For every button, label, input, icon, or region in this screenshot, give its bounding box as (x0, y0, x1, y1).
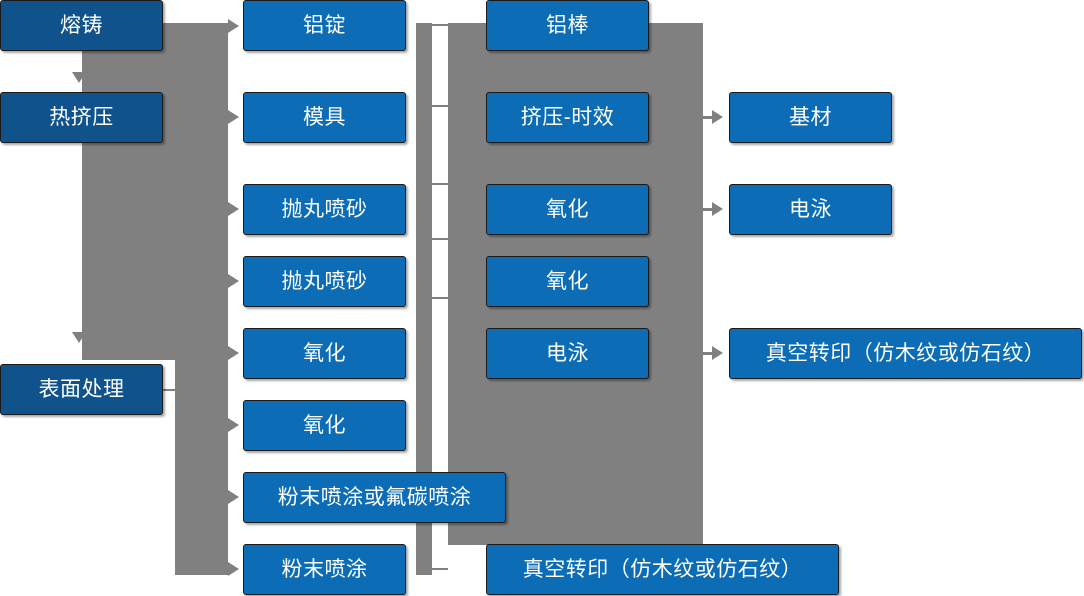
node-stage-surface-treatment[interactable]: 表面处理 (0, 364, 163, 415)
link-c2-c3-row1 (432, 24, 448, 26)
link-c2-c3-row4 (432, 238, 448, 240)
arrow-to-c4r3 (712, 346, 723, 360)
arrow-stem-to-c4r1 (703, 116, 715, 119)
node-input-powder-or-fluorocarbon-coating[interactable]: 粉末喷涂或氟碳喷涂 (243, 472, 506, 523)
node-label: 粉末喷涂 (281, 557, 368, 581)
node-label: 表面处理 (38, 377, 125, 401)
node-label: 热挤压 (49, 105, 114, 129)
node-label: 铝锭 (303, 13, 346, 37)
node-process-extrusion-aging[interactable]: 挤压-时效 (486, 92, 649, 143)
stage-band-middle (82, 125, 228, 360)
node-label: 熔铸 (60, 13, 103, 37)
node-output-electrophoresis[interactable]: 电泳 (729, 184, 892, 235)
node-label: 真空转印（仿木纹或仿石纹） (522, 557, 803, 581)
node-label: 氧化 (546, 197, 589, 221)
node-output-substrate[interactable]: 基材 (729, 92, 892, 143)
node-stage-hot-extrusion[interactable]: 热挤压 (0, 92, 163, 143)
node-label: 抛丸喷砂 (281, 269, 368, 293)
node-input-oxidation-2[interactable]: 氧化 (243, 400, 406, 451)
node-stage-smelting[interactable]: 熔铸 (0, 0, 163, 51)
node-input-oxidation-1[interactable]: 氧化 (243, 328, 406, 379)
arrow-to-c4r2 (712, 202, 723, 216)
node-label: 电泳 (789, 197, 832, 221)
node-label: 铝棒 (546, 13, 589, 37)
node-label: 氧化 (546, 269, 589, 293)
node-input-shot-blasting-1[interactable]: 抛丸喷砂 (243, 184, 406, 235)
node-process-electrophoresis[interactable]: 电泳 (486, 328, 649, 379)
node-label: 氧化 (303, 413, 346, 437)
node-input-powder-coating[interactable]: 粉末喷涂 (243, 544, 406, 595)
arrow-to-c2r8 (228, 562, 239, 576)
node-process-vacuum-transfer-printing[interactable]: 真空转印（仿木纹或仿石纹） (486, 544, 839, 595)
node-process-oxidation-1[interactable]: 氧化 (486, 184, 649, 235)
arrow-stem-to-c4r3 (703, 352, 715, 355)
node-input-mold[interactable]: 模具 (243, 92, 406, 143)
node-label: 挤压-时效 (520, 105, 615, 129)
arrow-down-to-hot-extrusion (72, 72, 86, 83)
arrow-to-c2r7 (228, 490, 239, 504)
connector-surface-treatment-to-band (163, 389, 179, 391)
node-label: 基材 (789, 105, 832, 129)
node-label: 模具 (303, 105, 346, 129)
arrow-to-c2r2 (228, 110, 239, 124)
link-c2-c3-row5 (432, 297, 448, 299)
arrow-stem-to-c4r2 (703, 208, 715, 211)
node-process-aluminum-bar[interactable]: 铝棒 (486, 0, 649, 51)
input-band (416, 23, 432, 575)
node-output-vacuum-transfer-printing[interactable]: 真空转印（仿木纹或仿石纹） (729, 328, 1082, 379)
node-process-oxidation-2[interactable]: 氧化 (486, 256, 649, 307)
node-input-aluminum-ingot[interactable]: 铝锭 (243, 0, 406, 51)
node-label: 抛丸喷砂 (281, 197, 368, 221)
link-c2-c3-row3 (432, 183, 448, 185)
arrow-to-c2r3 (228, 202, 239, 216)
arrow-to-c2r5 (228, 346, 239, 360)
link-c2-c3-row6 (432, 568, 448, 570)
arrow-to-c4r1 (712, 110, 723, 124)
arrow-to-c2r4 (228, 274, 239, 288)
node-input-shot-blasting-2[interactable]: 抛丸喷砂 (243, 256, 406, 307)
arrow-down-to-surface-treatment (72, 332, 86, 343)
arrow-to-c2r6 (228, 418, 239, 432)
node-label: 真空转印（仿木纹或仿石纹） (765, 341, 1046, 365)
node-label: 粉末喷涂或氟碳喷涂 (277, 485, 472, 509)
stage-band-lower (175, 360, 228, 575)
node-label: 电泳 (546, 341, 589, 365)
link-c2-c3-row2 (432, 105, 448, 107)
node-label: 氧化 (303, 341, 346, 365)
arrow-to-c2r1 (228, 19, 239, 33)
